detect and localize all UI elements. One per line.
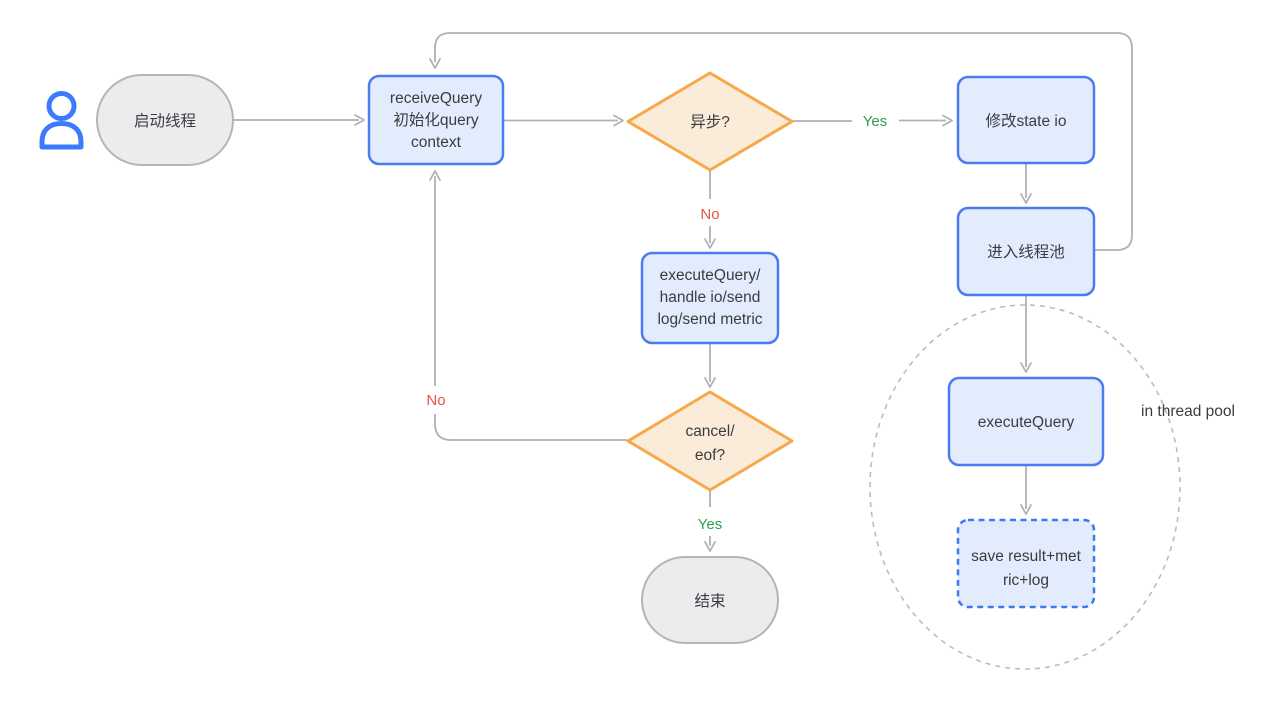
node-enter-pool-label: 进入线程池 bbox=[987, 243, 1065, 261]
arrowhead-into-enterpool-top bbox=[1020, 193, 1032, 204]
arrowhead-into-async-left bbox=[613, 114, 624, 127]
edge-label-cancel-no: No bbox=[426, 392, 445, 409]
arrowhead-into-save-top bbox=[1020, 504, 1032, 515]
node-execute-main-line2: handle io/send bbox=[660, 289, 761, 306]
edge-cancel-no-seg1 bbox=[434, 414, 627, 441]
node-cancel-decision-line2: eof? bbox=[695, 447, 726, 464]
arrowhead-into-end-top bbox=[704, 541, 716, 552]
node-execute-main: executeQuery/ handle io/send log/send me… bbox=[640, 251, 780, 345]
arrowhead-into-modify-left bbox=[942, 114, 953, 127]
edge-label-async-no: No bbox=[700, 206, 719, 223]
node-receive-query-line2: 初始化query bbox=[393, 111, 479, 129]
node-save-result-line1: save result+met bbox=[971, 548, 1082, 565]
arrowhead-into-receive-bottom bbox=[429, 170, 441, 181]
node-enter-pool: 进入线程池 bbox=[956, 206, 1096, 297]
node-end: 结束 bbox=[641, 556, 779, 644]
node-cancel-decision: cancel/ eof? bbox=[626, 390, 794, 492]
node-save-result: save result+met ric+log bbox=[956, 518, 1096, 609]
arrowhead-into-receive-top bbox=[429, 58, 441, 69]
user-icon bbox=[39, 91, 84, 150]
arrowhead-into-receive-left bbox=[354, 114, 365, 126]
node-cancel-decision-line1: cancel/ bbox=[685, 423, 735, 440]
node-end-label: 结束 bbox=[694, 592, 725, 610]
node-execute-main-line3: log/send metric bbox=[657, 311, 762, 328]
node-receive-query-line3: context bbox=[411, 134, 462, 151]
edge-label-cancel-yes: Yes bbox=[698, 516, 722, 533]
thread-pool-annotation: in thread pool bbox=[1141, 403, 1235, 420]
node-modify-state: 修改state io bbox=[956, 75, 1096, 165]
node-execute-pool-label: executeQuery bbox=[978, 414, 1075, 431]
node-async-decision-label: 异步? bbox=[690, 113, 730, 131]
node-execute-pool: executeQuery bbox=[947, 376, 1105, 467]
node-start: 启动线程 bbox=[96, 74, 234, 166]
edges bbox=[233, 32, 1133, 552]
node-async-decision: 异步? bbox=[626, 71, 794, 172]
node-receive-query-line1: receiveQuery bbox=[390, 90, 482, 107]
node-receive-query: receiveQuery 初始化query context bbox=[367, 74, 505, 166]
node-save-result-line2: ric+log bbox=[1003, 572, 1049, 589]
edge-label-async-yes: Yes bbox=[863, 113, 887, 130]
arrowhead-into-executepool-top bbox=[1020, 362, 1032, 373]
arrowhead-into-executemain-top bbox=[704, 238, 716, 249]
node-start-label: 启动线程 bbox=[134, 112, 196, 130]
node-modify-state-label: 修改state io bbox=[986, 112, 1067, 130]
thread-pool-boundary bbox=[869, 304, 1181, 670]
edge-loop-enterpool-receive bbox=[434, 32, 1133, 251]
arrowhead-into-cancel-top bbox=[704, 377, 716, 388]
node-execute-main-line1: executeQuery/ bbox=[660, 267, 761, 284]
